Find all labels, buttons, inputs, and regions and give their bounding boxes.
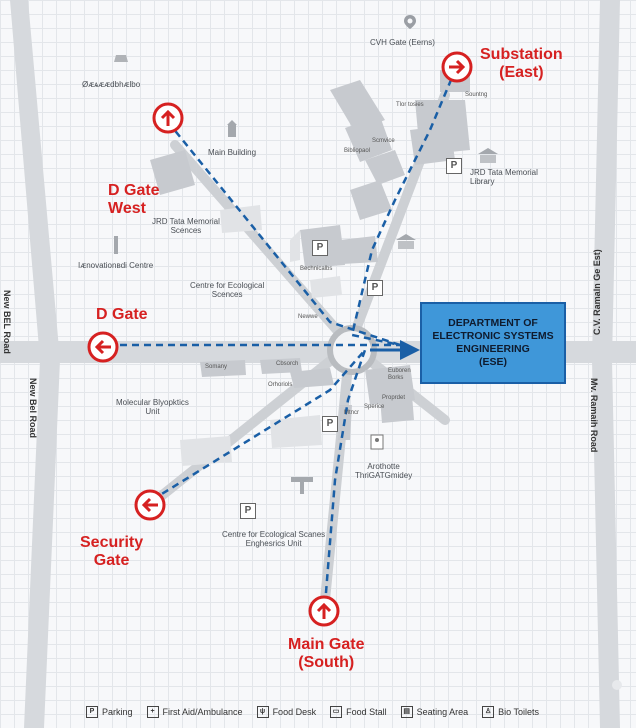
innovation-centre-label: Iᴁnovationвdi Centre [78,261,154,270]
parking-icon: P [86,706,98,718]
left-road [10,0,60,728]
legend-item-first-aid: + First Aid/Ambulance [146,706,243,718]
legend-label: Food Stall [346,707,387,717]
main-building-label: Main Building [208,148,257,157]
ese-line-1: DEPARTMENT OF [448,316,538,329]
substation-gate-label[interactable]: Substation (East) [480,46,563,82]
parking-icon: P [312,240,328,256]
ese-destination-box[interactable]: DEPARTMENT OF ELECTRONIC SYSTEMS ENGINEE… [420,302,566,384]
toilet-map-icon [370,434,384,450]
ces-unit-label: Centre for Ecological Scanes Enghesrics … [222,530,326,549]
legend-item-seating: ▤ Seating Area [400,706,469,718]
parking-icon: P [446,158,462,174]
tiny-label-5: Scmvice [372,138,395,144]
road-label-new-bel-top: New BEL Road [2,290,12,354]
legend-label: Food Desk [272,707,317,717]
road-label-new-bel-bottom: New Bel Road [28,378,38,439]
vehicle-icon [114,55,128,62]
map-legend: P Parking + First Aid/Ambulance ψ Food D… [86,702,539,722]
legend-item-food-stall: ▭ Food Stall [330,706,387,718]
tiny-label-4: Bechnicalbs [300,266,333,272]
first-aid-icon: + [146,706,159,718]
legend-item-parking: P Parking [86,706,133,718]
legend-label: First Aid/Ambulance [162,707,243,717]
library-building-icon [478,148,498,163]
seating-area-icon: ▤ [400,706,413,718]
tiny-label-9: Euboren Borks [388,368,411,381]
tiny-label-8: Orhoriols [268,382,293,388]
main-gate-icon[interactable] [307,594,341,628]
location-pin-icon [404,15,416,29]
security-gate-icon[interactable] [133,488,167,522]
d-gate-icon[interactable] [86,330,120,364]
legend-item-food-desk: ψ Food Desk [256,706,317,718]
monument-icon [227,120,237,137]
substation-gate-icon[interactable] [440,50,474,84]
routes [120,67,458,606]
food-stall-map-icon [291,477,313,494]
road-label-raman-road: Mv. Ramaih Road [589,378,599,453]
cvh-gate-label: CVH Gate (Eerns) [370,38,435,47]
centre-ecological-label: Centre for Ecological Scences [190,281,265,300]
route-arrow-head [400,340,420,360]
tiny-label-7: Cbsorch [276,361,299,367]
tiny-label-6: Somany [205,364,228,370]
parking-icon: P [240,503,256,519]
parking-icon: P [322,416,338,432]
corner-mark [612,680,622,690]
d-gate-west-icon[interactable] [151,101,185,135]
tiny-label-2: Sountng [465,92,488,98]
tiny-label-10: Proprdet [382,395,406,401]
ese-line-4: (ESE) [478,356,507,369]
tower-icon [114,236,118,254]
archotte-label: Arothotte ThriGATGmidey [355,462,413,481]
tiny-label-1: Tlor tosies [396,102,424,108]
ese-line-2: ELECTRONIC SYSTEMS [432,329,554,342]
buildings [150,70,470,440]
security-gate-label[interactable]: Security Gate [80,534,144,570]
building-icon [396,234,416,249]
d-gate-west-label[interactable]: D Gate West [108,182,160,218]
legend-label: Seating Area [416,707,469,717]
main-gate-label[interactable]: Main Gate (South) [288,636,365,672]
right-road [592,0,620,728]
road-label-cv-raman: C.V. Ramaln Ge Est) [592,249,602,335]
top-left-place-label: Øᴁѧᴁᴁdbhᴁlbo [82,80,141,89]
food-desk-icon: ψ [256,706,269,718]
tiny-label-11: Sperice [364,404,385,410]
parking-icon: P [367,280,383,296]
tiny-label-12: Newwe [298,314,318,320]
tiny-label-3: Bibliopaol [344,148,371,154]
jrd-library-label: JRD Tata Memorial Library [470,168,538,187]
d-gate-label[interactable]: D Gate [96,306,148,323]
tiny-label-13: Mtncr [344,410,359,416]
bio-toilets-icon: ♙ [482,706,495,718]
legend-label: Parking [102,707,133,717]
molecular-unit-label: Molecular Blyopktics Unit [116,398,189,417]
legend-item-bio-toilets: ♙ Bio Toilets [482,706,539,718]
food-stall-icon: ▭ [330,706,343,718]
legend-label: Bio Toilets [498,707,540,717]
ese-line-3: ENGINEERING [456,343,530,355]
jrd-scences-label: JRD Tata Memorial Scences [152,217,220,236]
